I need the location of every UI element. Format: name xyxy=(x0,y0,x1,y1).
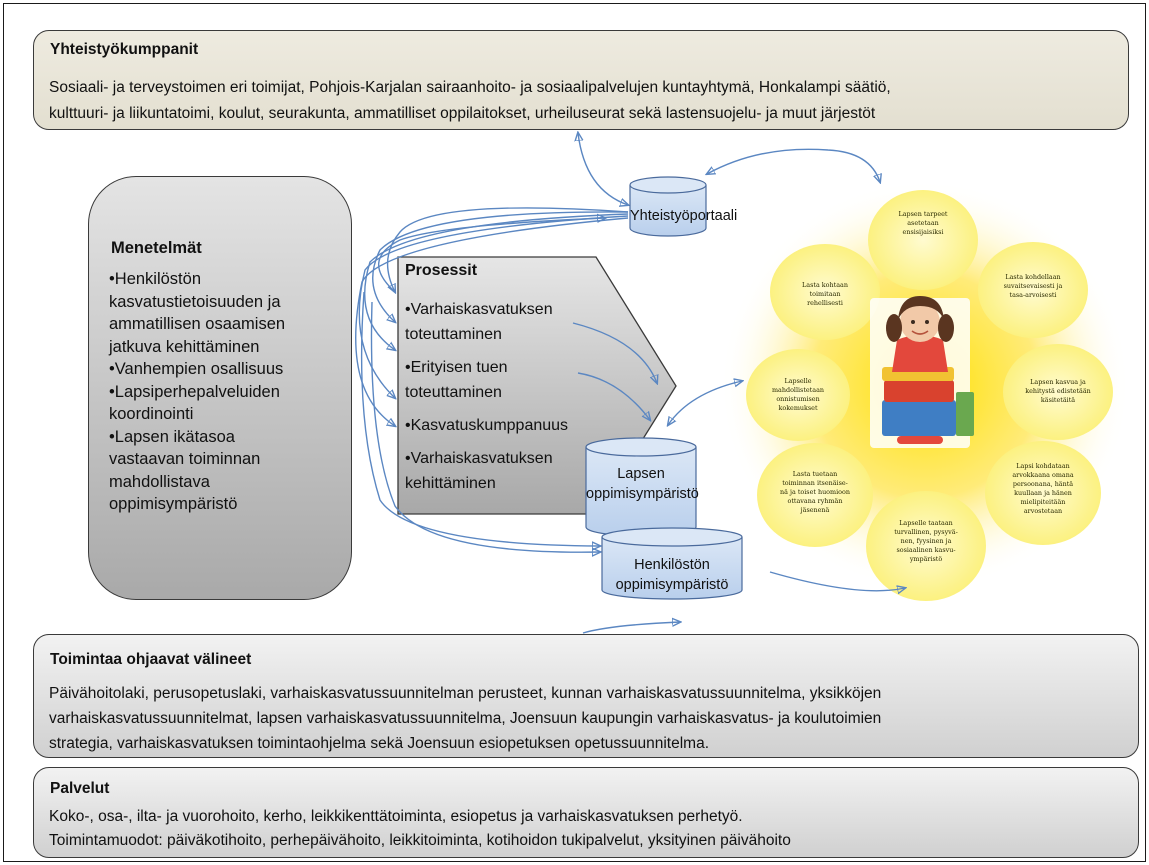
petal xyxy=(746,349,850,441)
partners-line: Sosiaali- ja terveystoimen eri toimijat,… xyxy=(49,79,891,96)
process-item: •Erityisen tuen toteuttaminen xyxy=(405,359,508,401)
petal-text: Lasta kohtaan toimitaan rehellisesti xyxy=(802,281,848,307)
methods-list: •Henkilöstön kasvatustietoisuuden ja amm… xyxy=(109,268,341,516)
cylinder-child-env xyxy=(585,437,697,537)
cylinder-portal xyxy=(629,176,707,237)
services-line: Toimintamuodot: päiväkotihoito, perhepäi… xyxy=(49,832,791,849)
petal-text: Lapselle mahdollistetaan onnistumisen ko… xyxy=(772,377,824,412)
methods-line: koordinointi xyxy=(109,405,194,423)
process-item: •Varhaiskasvatuksen toteuttaminen xyxy=(405,301,553,343)
portal-label: Yhteistyöportaali xyxy=(630,208,738,224)
methods-line: kasvatustietoisuuden ja xyxy=(109,292,281,311)
partners-box: Yhteistyökumppanit Sosiaali- ja terveyst… xyxy=(33,30,1129,130)
petal xyxy=(770,244,880,340)
tools-box: Toimintaa ohjaavat välineet Päivähoitola… xyxy=(33,634,1139,758)
petal xyxy=(1003,344,1113,440)
methods-title: Menetelmät xyxy=(111,239,202,257)
methods-line: •Henkilöstön xyxy=(109,270,201,288)
petal xyxy=(866,491,986,601)
petal xyxy=(868,190,978,290)
processes-list: •Varhaiskasvatuksen toteuttaminen •Erity… xyxy=(405,297,590,504)
petal-text: Lapsen tarpeet asetetaan ensisijaisiksi xyxy=(898,210,948,236)
child-photo xyxy=(870,296,974,448)
methods-line: vastaavan toiminnan xyxy=(109,450,261,468)
staff-env-line: Henkilöstön xyxy=(634,557,710,573)
methods-line: •Vanhempien osallisuus xyxy=(109,360,284,378)
petals xyxy=(746,190,1113,601)
methods-line: •Lapsiperhepalveluiden xyxy=(109,382,280,401)
tools-line: Päivähoitolaki, perusopetuslaki, varhais… xyxy=(49,685,882,702)
petal-text: Lapsi kohdataan arvokkaana omana persoon… xyxy=(1012,462,1074,515)
petal xyxy=(978,242,1088,338)
petal xyxy=(985,441,1101,545)
methods-line: jatkuva kehittäminen xyxy=(109,337,260,356)
methods-line: oppimisympäristö xyxy=(109,495,238,513)
cylinder-staff-env xyxy=(601,527,743,600)
child-env-label: Lapsen oppimisympäristö xyxy=(586,464,699,504)
tools-title: Toimintaa ohjaavat välineet xyxy=(50,651,252,668)
partners-title: Yhteistyökumppanit xyxy=(50,41,199,58)
process-item: •Varhaiskasvatuksen kehittäminen xyxy=(405,450,553,492)
methods-line: ammatillisen osaamisen xyxy=(109,315,286,333)
services-title: Palvelut xyxy=(50,780,110,797)
tools-text: Päivähoitolaki, perusopetuslaki, varhais… xyxy=(49,681,1126,756)
petal-text: Lapsen kasvua ja kehitystä edistetään kä… xyxy=(1025,378,1091,404)
child-env-line: Lapsen xyxy=(617,466,665,482)
partners-text: Sosiaali- ja terveystoimen eri toimijat,… xyxy=(49,75,1118,127)
partners-line: kulttuuri- ja liikuntatoimi, koulut, seu… xyxy=(49,105,876,122)
methods-box: Menetelmät •Henkilöstön kasvatustietoisu… xyxy=(88,176,352,600)
methods-line: mahdollistava xyxy=(109,472,210,491)
staff-env-line: oppimisympäristö xyxy=(615,577,729,593)
staff-env-label: Henkilöstön oppimisympäristö xyxy=(602,555,742,595)
petal-text: Lapselle taataan turvallinen, pysyvä- ne… xyxy=(894,519,958,563)
diagram-frame xyxy=(3,3,1146,862)
petal-text: Lasta kohdellaan suvaitsevaisesti ja tas… xyxy=(1003,273,1063,299)
methods-line: •Lapsen ikätasoa xyxy=(109,427,235,446)
petal-text: Lasta tuetaan toiminnan itsenäise- nä ja… xyxy=(780,470,850,514)
arrows xyxy=(355,133,905,634)
services-box: Palvelut Koko-, osa-, ilta- ja vuorohoit… xyxy=(33,767,1139,858)
child-env-line: oppimisympäristö xyxy=(586,486,699,502)
tools-line: varhaiskasvatussuunnitelmat, lapsen varh… xyxy=(49,710,882,727)
petal xyxy=(757,443,873,547)
process-item: •Kasvatuskumppanuus xyxy=(405,417,569,434)
services-text: Koko-, osa-, ilta- ja vuorohoito, kerho,… xyxy=(49,805,1126,853)
services-line: Koko-, osa-, ilta- ja vuorohoito, kerho,… xyxy=(49,808,743,825)
tools-line: strategia, varhaiskasvatuksen toimintaoh… xyxy=(49,735,709,752)
processes-title: Prosessit xyxy=(405,262,478,279)
